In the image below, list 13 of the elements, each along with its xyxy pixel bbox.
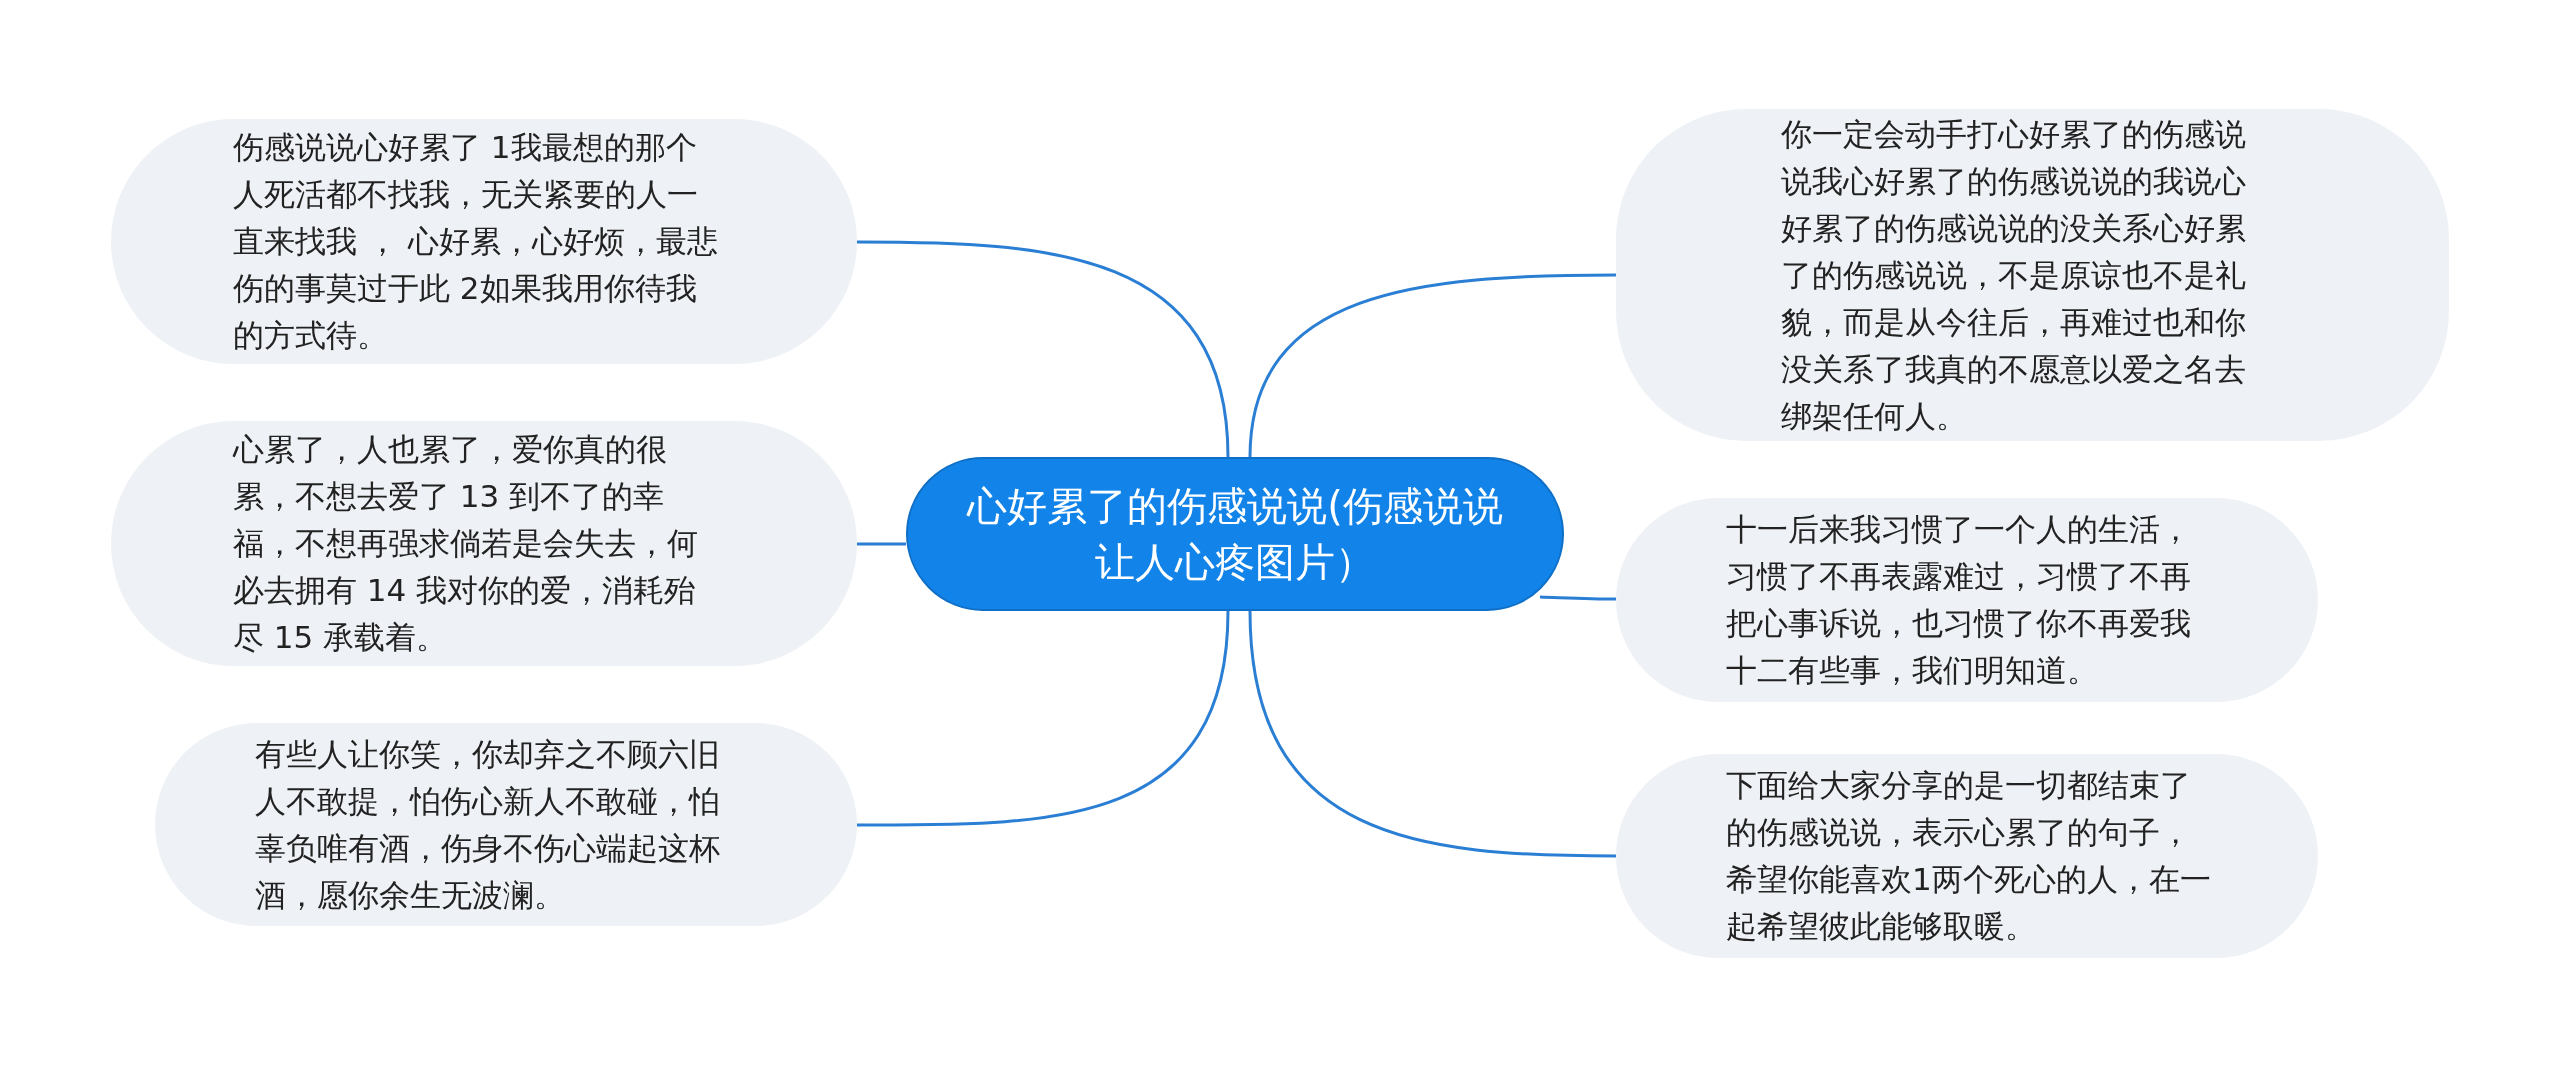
connector-line <box>1539 595 1616 601</box>
topic-text: 下面给大家分享的是一切都结束了的伤感说说，表示心累了的句子，希望你能喜欢1两个死心的人，在一起希望彼此能够取暖。 <box>1726 766 2212 946</box>
connector-line <box>1248 610 1616 858</box>
connector-line <box>857 610 1230 827</box>
connector-line <box>857 542 906 546</box>
central-topic-text: 心好累了的伤感说说(伤感说说让人心疼图片） <box>965 482 1504 587</box>
topic-text: 十一后来我习惯了一个人的生活，习惯了不再表露难过，习惯了不再把心事诉说，也习惯了你不再爱我十二有些事，我们明知道。 <box>1726 510 2192 690</box>
connector-line <box>1248 273 1616 458</box>
connector-line <box>857 240 1230 458</box>
topic-text: 心累了，人也累了，爱你真的很累，不想去爱了 13 到不了的幸福，不想再强求倘若是会失去，何必去拥有 14 我对你的爱，消耗殆尽 15 承载着。 <box>233 430 699 657</box>
topic-text: 伤感说说心好累了 1我最想的那个人死活都不找我，无关紧要的人一直来找我 ， 心好累，心好烦，最悲伤的事莫过于此 2如果我用你待我的方式待。 <box>233 128 719 355</box>
topic-text: 你一定会动手打心好累了的伤感说说我心好累了的伤感说说的我说心好累了的伤感说说的没关系心好累了的伤感说说，不是原谅也不是礼貌，而是从今往后，再难过也和你没关系了我真的不愿意以爱之名去绑架任何人。 <box>1781 114 2247 436</box>
topic-text: 有些人让你笑，你却弃之不顾六旧人不敢提，怕伤心新人不敢碰，怕辜负唯有酒，伤身不伤心端起这杯酒，愿你余生无波澜。 <box>255 734 721 915</box>
